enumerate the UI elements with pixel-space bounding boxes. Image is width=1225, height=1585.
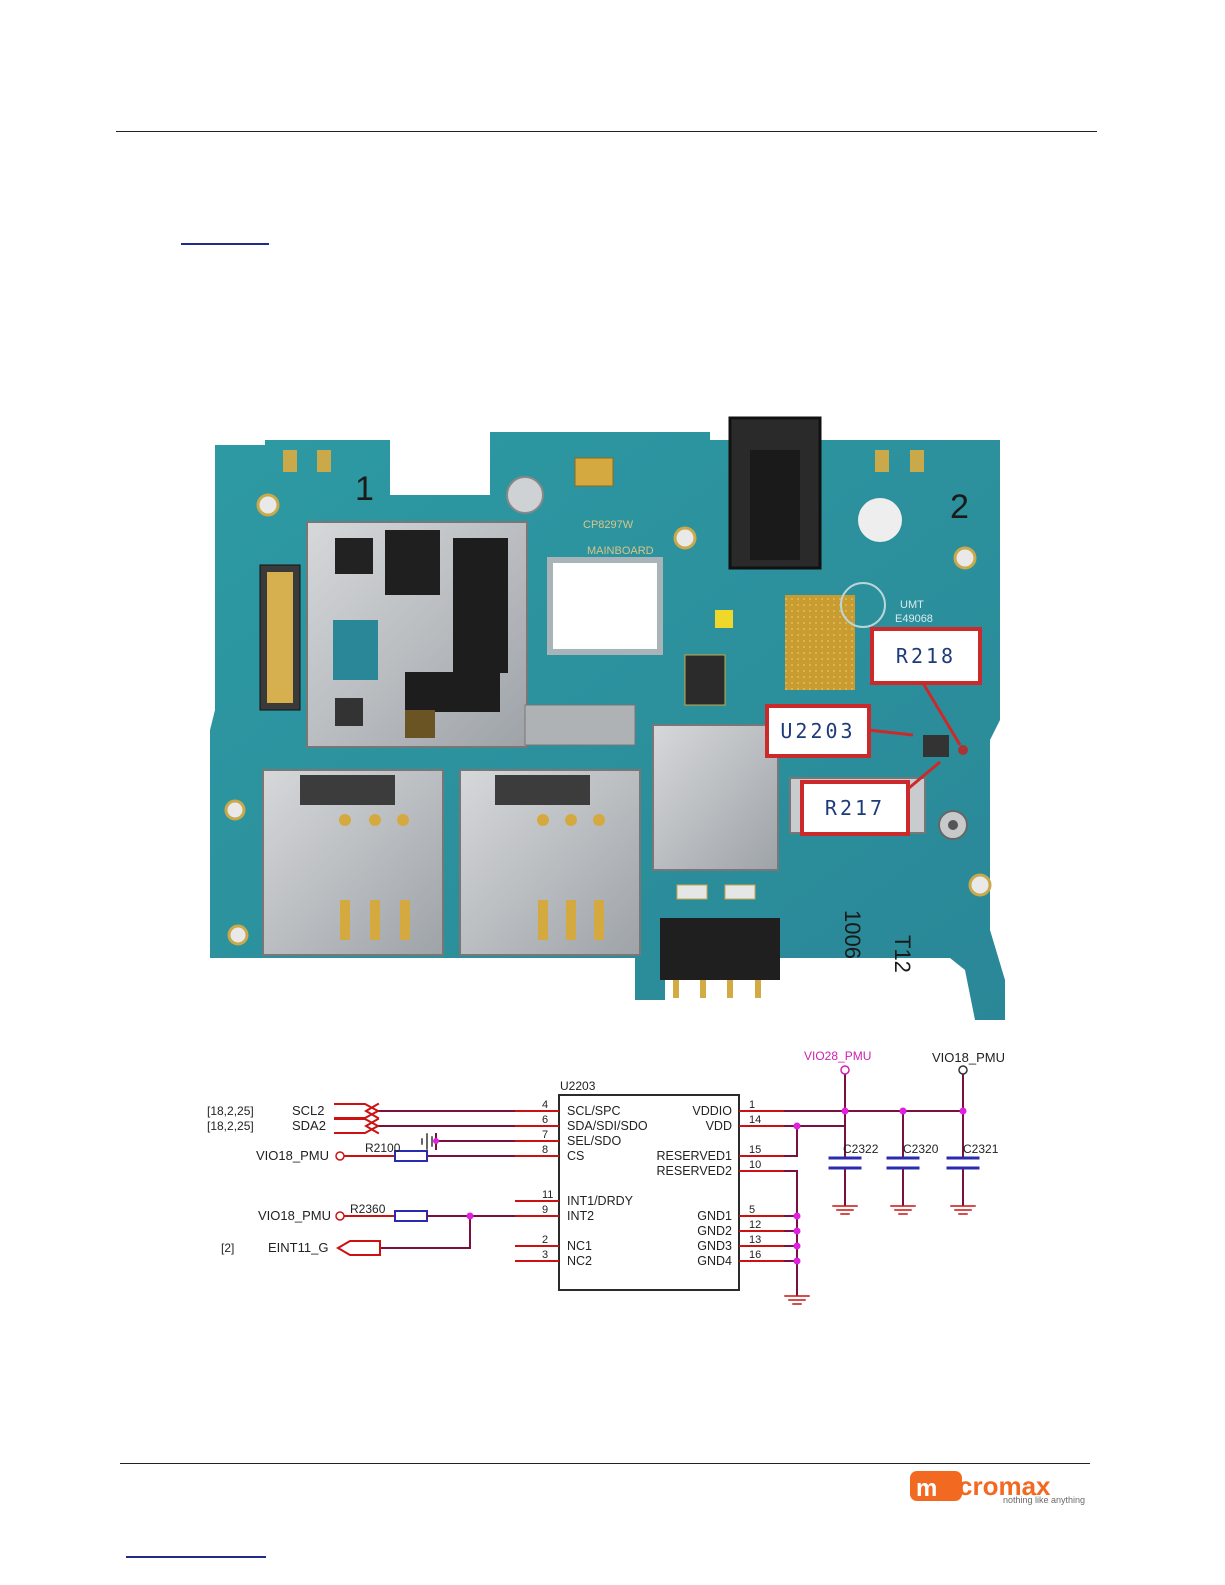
- footer-link-underline[interactable]: [126, 1556, 266, 1558]
- silk-board: MAINBOARD: [587, 545, 654, 557]
- chip-ref: U2203: [560, 1079, 596, 1093]
- pin-number: 11: [542, 1189, 553, 1201]
- cap-c2321: C2321: [963, 1142, 999, 1156]
- micromax-logo-mark: m cromax: [910, 1471, 1051, 1502]
- pin-number: 3: [542, 1249, 548, 1261]
- r2100-label: R2100: [365, 1141, 401, 1155]
- ul-mark: UMT: [900, 599, 924, 611]
- pin-name: NC1: [567, 1239, 592, 1253]
- micromax-logo: m cromax nothing like anything: [910, 1467, 1095, 1507]
- pin-number: 7: [542, 1129, 548, 1141]
- hand-mark-1: 1: [355, 470, 374, 508]
- header-rule: [116, 131, 1097, 132]
- pin-name: VDD: [706, 1119, 732, 1133]
- vio-int-net: VIO18_PMU: [258, 1208, 331, 1223]
- pin-number: 2: [542, 1234, 548, 1246]
- section-link-underline[interactable]: [181, 243, 269, 245]
- pin-name: GND3: [697, 1239, 732, 1253]
- pin-number: 8: [542, 1144, 548, 1156]
- logo-tagline: nothing like anything: [1003, 1495, 1086, 1505]
- pin-number: 15: [749, 1144, 761, 1156]
- pin-name: NC2: [567, 1254, 592, 1268]
- footer-rule: [120, 1463, 1090, 1464]
- pin-number: 4: [542, 1099, 548, 1111]
- schematic: 4 SCL/SPC 6 SDA/SDI/SDO 7 SEL/SDO 8 CS 11 INT1/DR…: [207, 1049, 1005, 1305]
- pin-number: 10: [749, 1159, 761, 1171]
- silk-model: CP8297W: [583, 519, 634, 531]
- pin-name: VDDIO: [692, 1104, 732, 1118]
- pin-number: 5: [749, 1204, 755, 1216]
- vio28-net: VIO28_PMU: [804, 1049, 871, 1063]
- pin-name: GND4: [697, 1254, 732, 1268]
- vio-cs-net: VIO18_PMU: [256, 1148, 329, 1163]
- cap-c2320: C2320: [903, 1142, 939, 1156]
- pin-name: SDA/SDI/SDO: [567, 1119, 648, 1133]
- pin-name: RESERVED1: [657, 1149, 733, 1163]
- hand-mark-1006: 1006: [840, 910, 865, 959]
- scl-ref: [18,2,25]: [207, 1104, 254, 1118]
- svg-text:m: m: [916, 1475, 937, 1502]
- pin-number: 6: [542, 1114, 548, 1126]
- logo-wordmark: cromax: [958, 1471, 1051, 1501]
- cap-c2322: C2322: [843, 1142, 879, 1156]
- eint-ref: [2]: [221, 1241, 234, 1255]
- pin-number: 9: [542, 1204, 548, 1216]
- pin-number: 12: [749, 1219, 761, 1231]
- scl-net: SCL2: [292, 1103, 325, 1118]
- pin-number: 13: [749, 1234, 761, 1246]
- eint-net: EINT11_G: [268, 1240, 328, 1255]
- sda-ref: [18,2,25]: [207, 1119, 254, 1133]
- callout-r218: R218: [870, 627, 982, 685]
- callout-r217: R217: [800, 780, 910, 836]
- pin-name: GND1: [697, 1209, 732, 1223]
- pin-name: SEL/SDO: [567, 1134, 621, 1148]
- ul-code: E49068: [895, 613, 933, 625]
- pin-number: 1: [749, 1099, 755, 1111]
- pin-name: RESERVED2: [657, 1164, 733, 1178]
- hand-mark-2: 2: [950, 488, 969, 526]
- pin-name: GND2: [697, 1224, 732, 1238]
- pin-number: 16: [749, 1249, 761, 1261]
- r2360-label: R2360: [350, 1202, 386, 1216]
- pin-name: CS: [567, 1149, 584, 1163]
- hand-mark-t12: T12: [890, 935, 915, 973]
- pin-name: INT1/DRDY: [567, 1194, 634, 1208]
- pin-name: INT2: [567, 1209, 594, 1223]
- pin-name: SCL/SPC: [567, 1104, 621, 1118]
- callout-u2203: U2203: [765, 704, 871, 758]
- vio18-net: VIO18_PMU: [932, 1050, 1005, 1065]
- pin-number: 14: [749, 1114, 761, 1126]
- pcb-photo: UMT E49068 CP8297W MAINBOARD 1 2 T12 100…: [210, 416, 1005, 1020]
- sda-net: SDA2: [292, 1118, 326, 1133]
